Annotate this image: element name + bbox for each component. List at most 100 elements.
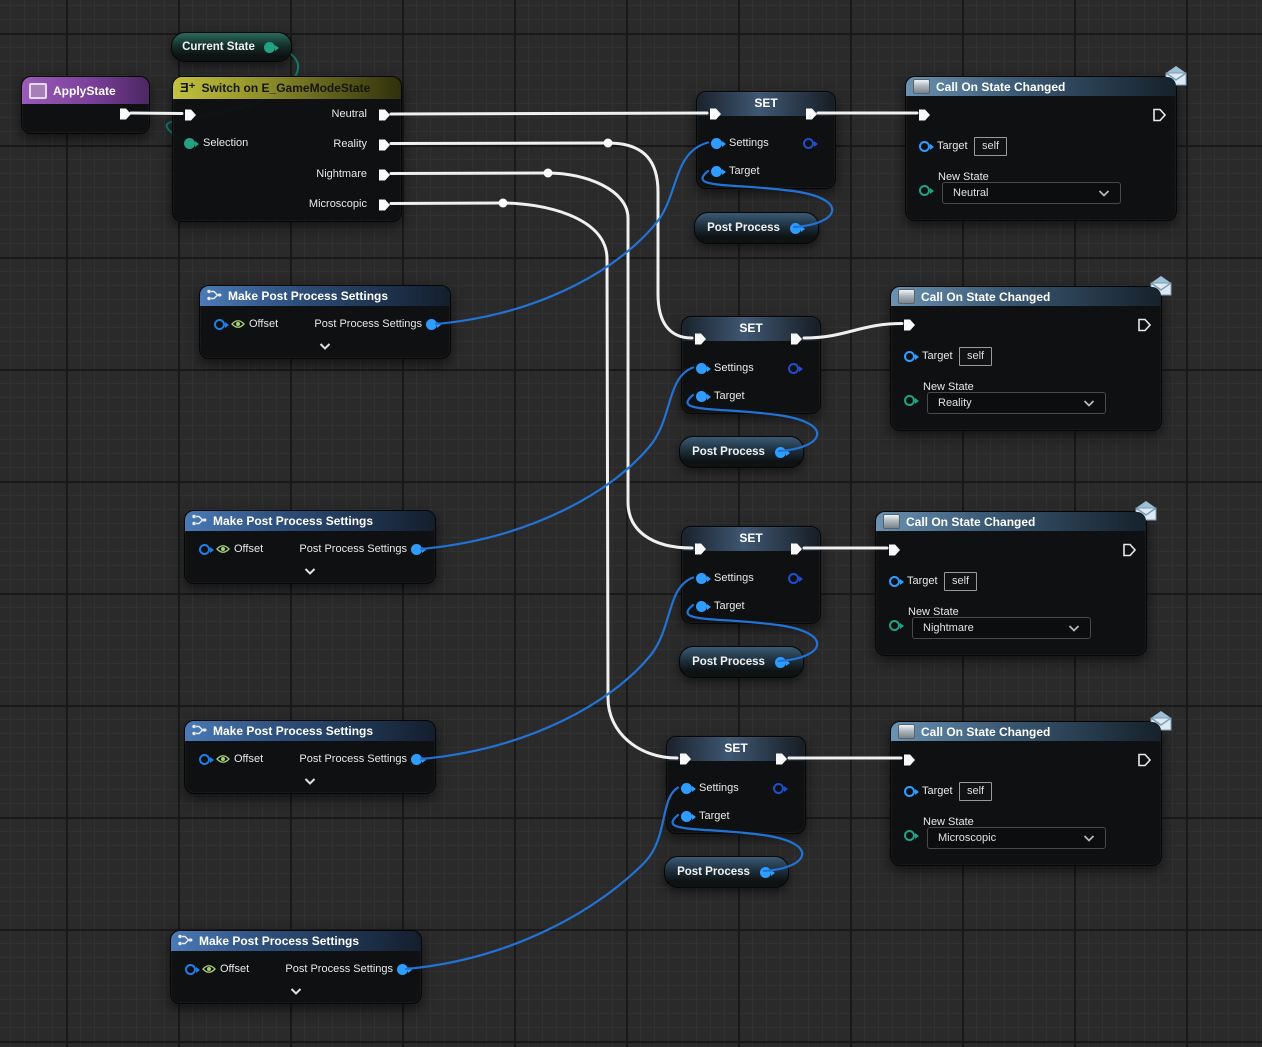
new-state-input-pin[interactable] [919, 185, 934, 196]
expand-node-button[interactable] [319, 343, 331, 350]
new-state-dropdown[interactable]: Nightmare [912, 617, 1091, 639]
expand-node-button[interactable] [304, 778, 316, 785]
settings-input-pin[interactable] [711, 138, 726, 149]
exec-input-pin[interactable] [693, 542, 707, 556]
settings-input-pin[interactable] [681, 783, 696, 794]
exec-output-pin-reality[interactable] [377, 138, 391, 152]
expand-node-button[interactable] [290, 988, 302, 995]
exec-output-pin-nightmare[interactable] [377, 168, 391, 182]
call-on-state-changed-node[interactable]: Call On State Changed Target self New St… [905, 66, 1187, 221]
settings-input-pin[interactable] [696, 573, 711, 584]
exec-output-pin-microscopic[interactable] [377, 198, 391, 212]
target-input-pin[interactable] [904, 351, 919, 362]
exec-output-pin[interactable] [118, 107, 132, 121]
reroute-node[interactable] [543, 168, 553, 178]
settings-output-pin[interactable] [788, 363, 803, 374]
exec-output-pin[interactable] [1122, 543, 1137, 557]
reroute-node[interactable] [603, 138, 613, 148]
struct-output-pin[interactable] [411, 544, 426, 555]
node-title: Make Post Process Settings [228, 289, 389, 303]
exec-output-pin[interactable] [774, 752, 788, 766]
new-state-input-pin[interactable] [889, 620, 904, 631]
target-self-field[interactable]: self [959, 347, 993, 366]
set-node[interactable]: SET Settings Target [666, 736, 806, 834]
object-output-pin[interactable] [775, 447, 790, 458]
make-post-process-settings-node[interactable]: Make Post Process Settings Offset Post P… [184, 510, 436, 584]
exec-input-pin[interactable] [693, 332, 707, 346]
set-node[interactable]: SET Settings Target [681, 526, 821, 624]
visibility-eye-icon[interactable] [202, 964, 216, 974]
target-self-field[interactable]: self [959, 782, 993, 801]
target-input-pin[interactable] [889, 576, 904, 587]
message-envelope-icon [1133, 499, 1159, 523]
offset-input-pin[interactable] [185, 964, 200, 975]
target-input-pin[interactable] [919, 141, 934, 152]
visibility-eye-icon[interactable] [216, 544, 230, 554]
set-node[interactable]: SET Settings Target [681, 316, 821, 414]
visibility-eye-icon[interactable] [231, 319, 245, 329]
call-on-state-changed-node[interactable]: Call On State Changed Target self New St… [890, 711, 1172, 866]
exec-input-pin[interactable] [678, 752, 692, 766]
call-on-state-changed-node[interactable]: Call On State Changed Target self New St… [875, 501, 1157, 656]
set-node[interactable]: SET Settings Target [696, 91, 836, 189]
visibility-eye-icon[interactable] [216, 754, 230, 764]
reroute-node[interactable] [498, 198, 508, 208]
exec-output-pin[interactable] [1137, 318, 1152, 332]
new-state-input-pin[interactable] [904, 395, 919, 406]
target-input-pin[interactable] [696, 601, 711, 612]
settings-input-pin[interactable] [696, 363, 711, 374]
exec-input-pin[interactable] [902, 753, 916, 767]
exec-input-pin[interactable] [708, 107, 722, 121]
object-output-pin[interactable] [760, 867, 775, 878]
settings-output-pin[interactable] [788, 573, 803, 584]
offset-input-pin[interactable] [214, 319, 229, 330]
variable-get-current-state[interactable]: Current State [171, 32, 292, 62]
target-input-pin[interactable] [696, 391, 711, 402]
exec-output-pin[interactable] [1137, 753, 1152, 767]
make-post-process-settings-node[interactable]: Make Post Process Settings Offset Post P… [199, 285, 451, 359]
offset-input-pin[interactable] [199, 544, 214, 555]
new-state-dropdown[interactable]: Reality [927, 392, 1106, 414]
exec-input-pin[interactable] [917, 108, 931, 122]
target-self-field[interactable]: self [974, 137, 1008, 156]
settings-output-pin[interactable] [803, 138, 818, 149]
object-output-pin[interactable] [790, 223, 805, 234]
call-on-state-changed-node[interactable]: Call On State Changed Target self New St… [890, 276, 1172, 431]
target-self-field[interactable]: self [944, 572, 978, 591]
variable-get-post-process[interactable]: Post Process [679, 646, 804, 678]
new-state-dropdown[interactable]: Neutral [942, 182, 1121, 204]
make-post-process-settings-node[interactable]: Make Post Process Settings Offset Post P… [184, 720, 436, 794]
variable-get-post-process[interactable]: Post Process [664, 856, 789, 888]
exec-input-pin[interactable] [887, 543, 901, 557]
exec-input-pin[interactable] [183, 108, 197, 122]
target-input-pin[interactable] [711, 166, 726, 177]
enum-output-pin[interactable] [264, 42, 279, 53]
selection-input-pin[interactable] [184, 138, 199, 149]
object-output-pin[interactable] [775, 657, 790, 668]
exec-output-pin[interactable] [1152, 108, 1167, 122]
exec-output-pin[interactable] [804, 107, 818, 121]
event-node-apply-state[interactable]: ApplyState [21, 76, 150, 134]
exec-output-pin[interactable] [789, 332, 803, 346]
offset-label: Offset [234, 543, 264, 555]
struct-output-pin[interactable] [411, 754, 426, 765]
offset-input-pin[interactable] [199, 754, 214, 765]
make-post-process-settings-node[interactable]: Make Post Process Settings Offset Post P… [170, 930, 422, 1004]
exec-input-pin[interactable] [902, 318, 916, 332]
target-input-pin[interactable] [681, 811, 696, 822]
target-input-pin[interactable] [904, 786, 919, 797]
variable-get-post-process[interactable]: Post Process [694, 212, 819, 244]
struct-output-pin[interactable] [426, 319, 441, 330]
new-state-label: New State [908, 606, 959, 618]
exec-output-pin-neutral[interactable] [377, 108, 391, 122]
exec-output-pin[interactable] [789, 542, 803, 556]
settings-output-pin[interactable] [773, 783, 788, 794]
variable-get-post-process[interactable]: Post Process [679, 436, 804, 468]
new-state-dropdown[interactable]: Microscopic [927, 827, 1106, 849]
new-state-input-pin[interactable] [904, 830, 919, 841]
struct-output-pin[interactable] [397, 964, 412, 975]
expand-node-button[interactable] [304, 568, 316, 575]
switch-node[interactable]: Ǝ⁺ Switch on E_GameModeState Selection N… [172, 76, 402, 222]
chevron-down-icon [1083, 399, 1095, 407]
